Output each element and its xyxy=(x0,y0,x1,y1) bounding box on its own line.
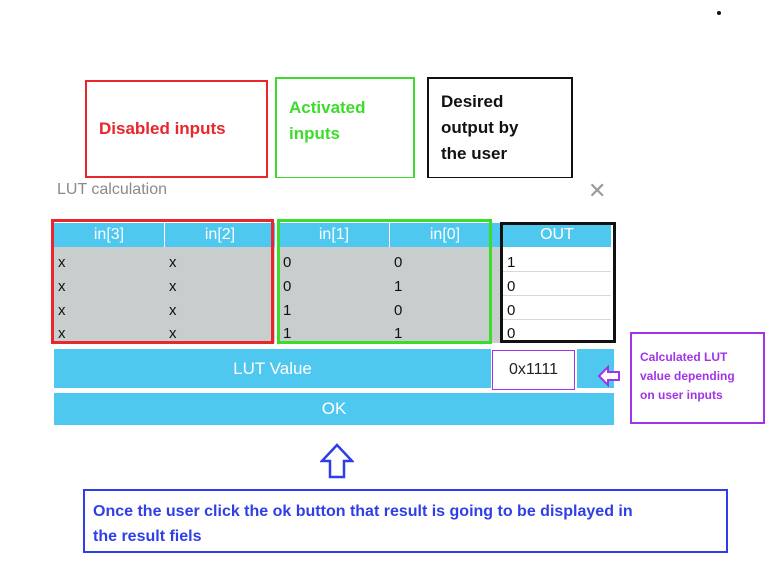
ok-result-note-line1: Once the user click the ok button that r… xyxy=(93,503,633,520)
ok-result-note-line2: the result fiels xyxy=(93,528,202,545)
cell-in1[interactable]: 1 xyxy=(283,302,292,319)
column-header-in2: in[2] xyxy=(165,223,275,247)
activated-inputs-label-line2: inputs xyxy=(289,124,340,143)
activated-inputs-label-line1: Activated xyxy=(289,98,366,117)
cell-in3: x xyxy=(58,254,66,271)
desired-output-callout: Desired output by the user xyxy=(427,77,573,179)
cell-in0[interactable]: 1 xyxy=(394,325,403,342)
ok-button[interactable]: OK xyxy=(54,393,614,425)
calculated-lut-label-line3: on user inputs xyxy=(640,388,723,402)
cell-in2: x xyxy=(169,325,177,342)
activated-inputs-frame xyxy=(277,219,492,344)
up-arrow-icon xyxy=(320,443,354,479)
output-divider xyxy=(503,271,611,272)
cell-in1[interactable]: 1 xyxy=(283,325,292,342)
desired-output-label-line1: Desired xyxy=(441,92,504,111)
cell-out[interactable]: 0 xyxy=(507,278,516,295)
column-header-out: OUT xyxy=(503,223,611,247)
lut-value-label: LUT Value xyxy=(233,358,312,378)
ok-result-note-callout: Once the user click the ok button that r… xyxy=(83,489,728,553)
cell-in1[interactable]: 0 xyxy=(283,278,292,295)
disabled-inputs-area xyxy=(54,247,275,343)
disabled-inputs-label: Disabled inputs xyxy=(99,119,226,138)
cell-in2: x xyxy=(169,254,177,271)
lut-value-field: 0x1111 xyxy=(492,350,575,390)
desired-output-label-line3: the user xyxy=(441,144,508,163)
calculated-lut-label-line2: value depending xyxy=(640,369,735,383)
cell-out[interactable]: 1 xyxy=(507,254,516,271)
lut-value-label-bar: LUT Value xyxy=(54,349,491,388)
cell-in3: x xyxy=(58,302,66,319)
calculated-lut-callout: Calculated LUT value depending on user i… xyxy=(630,332,765,424)
cell-out[interactable]: 0 xyxy=(507,325,516,342)
header-divider xyxy=(389,223,390,247)
disabled-inputs-frame xyxy=(51,219,274,344)
output-divider xyxy=(503,319,611,320)
disabled-inputs-callout: Disabled inputs xyxy=(85,80,268,178)
activated-inputs-area xyxy=(279,247,500,343)
output-frame xyxy=(500,222,616,343)
header-divider xyxy=(164,223,165,247)
column-header-in1: in[1] xyxy=(279,223,389,247)
calculated-lut-label-line1: Calculated LUT xyxy=(640,350,728,364)
activated-inputs-callout: Activated inputs xyxy=(275,77,415,179)
ok-button-label: OK xyxy=(321,399,347,418)
desired-output-label-line2: output by xyxy=(441,118,519,137)
cell-in3: x xyxy=(58,278,66,295)
dialog-title: LUT calculation xyxy=(57,181,167,198)
cell-in3: x xyxy=(58,325,66,342)
cell-in0[interactable]: 0 xyxy=(394,302,403,319)
column-header-in0: in[0] xyxy=(390,223,500,247)
close-icon[interactable]: ✕ xyxy=(588,178,607,203)
cell-in2: x xyxy=(169,302,177,319)
column-header-in3: in[3] xyxy=(54,223,164,247)
cell-in2: x xyxy=(169,278,177,295)
cell-in0[interactable]: 0 xyxy=(394,254,403,271)
decorative-dot xyxy=(717,11,721,15)
output-divider xyxy=(503,295,611,296)
cell-in0[interactable]: 1 xyxy=(394,278,403,295)
cell-out[interactable]: 0 xyxy=(507,302,516,319)
left-arrow-icon xyxy=(597,365,620,387)
cell-in1[interactable]: 0 xyxy=(283,254,292,271)
